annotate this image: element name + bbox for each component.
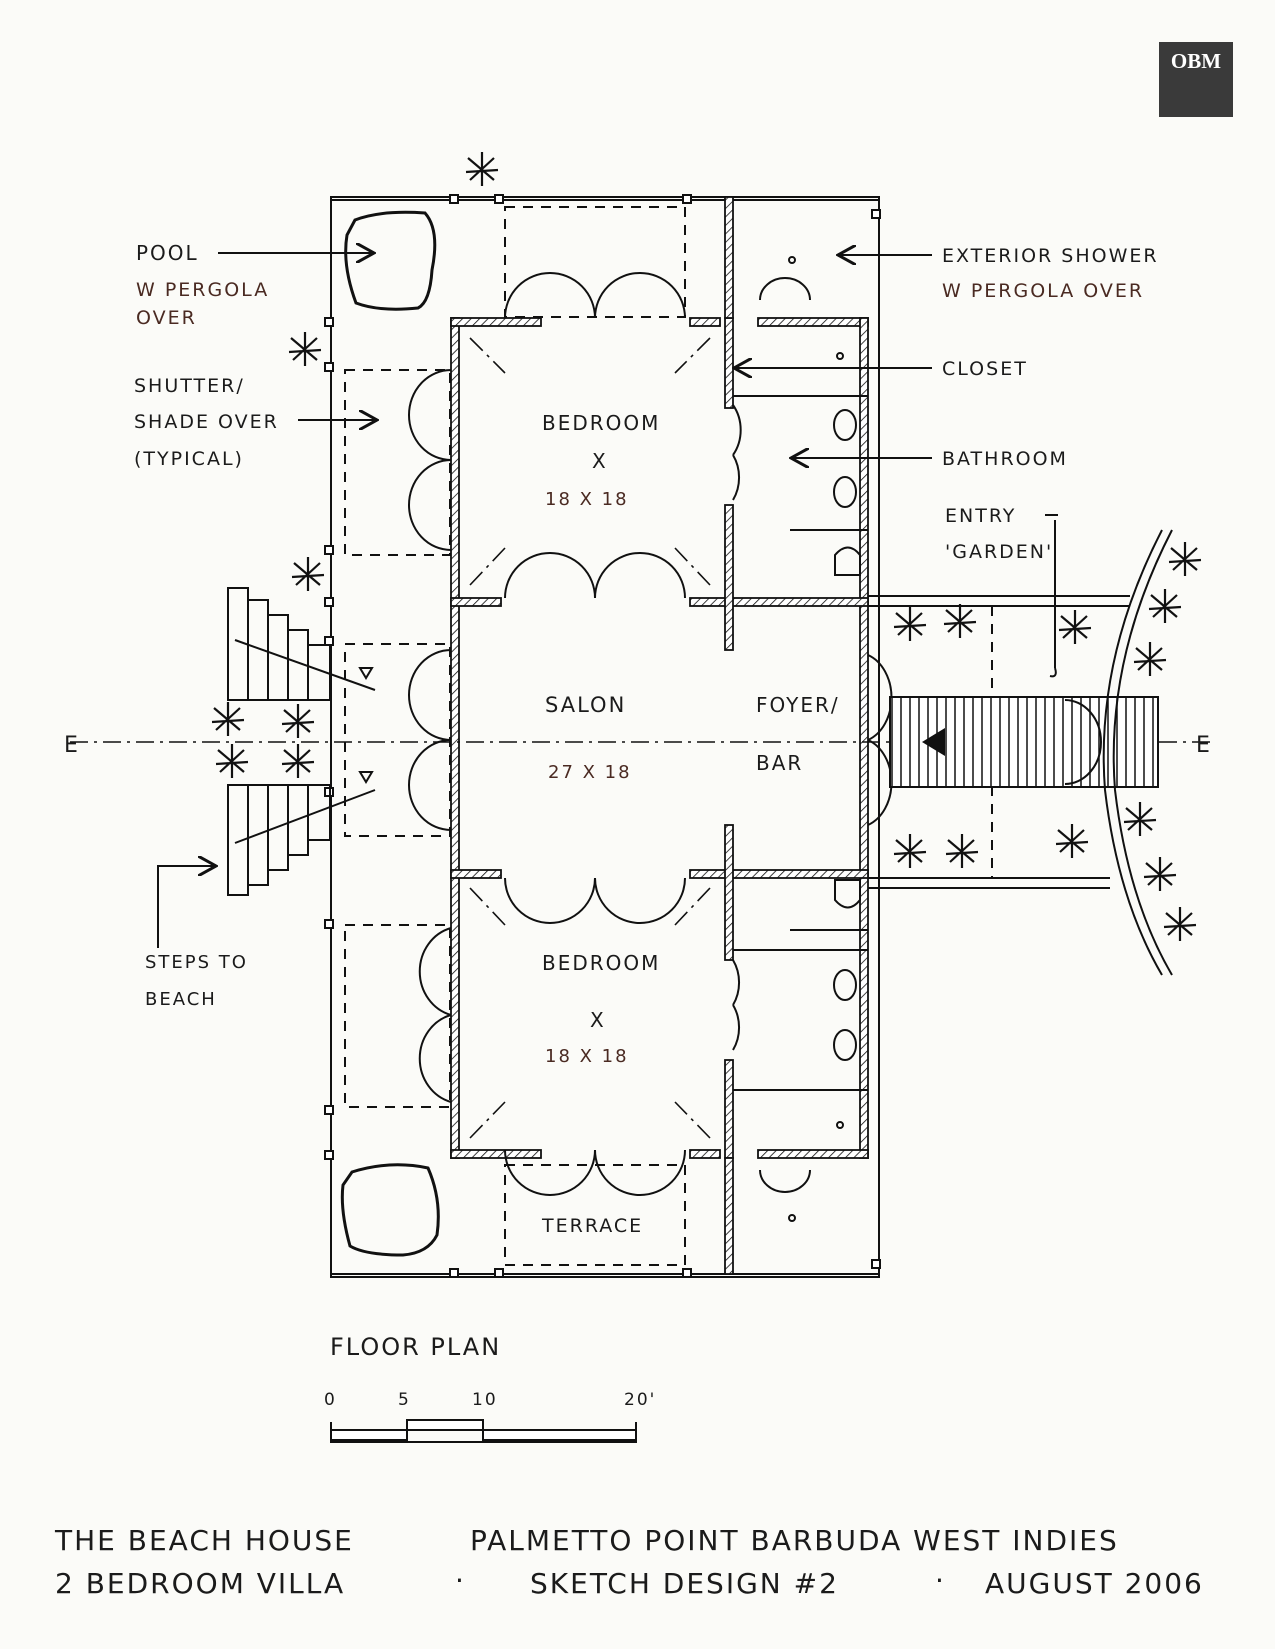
title-line2-c: AUGUST 2006 (985, 1567, 1204, 1600)
scale-title: FLOOR PLAN (330, 1333, 501, 1361)
pool-top (344, 210, 437, 311)
axis-label-right: E (1196, 733, 1212, 758)
title-line1-a: THE BEACH HOUSE (54, 1524, 354, 1557)
label-steps-2: BEACH (145, 989, 217, 1010)
beach-steps (227, 587, 376, 896)
door-swings (408, 272, 893, 1196)
label-pool: POOL (136, 241, 199, 265)
label-salon-dim: 27 X 18 (548, 762, 632, 783)
label-ext-shower-2: W PERGOLA OVER (942, 280, 1144, 302)
scale-tick-5: 5 (398, 1390, 411, 1410)
title-line2-b: SKETCH DESIGN #2 (530, 1567, 839, 1600)
title-line2-sep1: · (455, 1564, 466, 1597)
label-entry-2: 'GARDEN' (945, 541, 1053, 563)
outer-verandah-outline (330, 196, 880, 1278)
axis-label-left: E (64, 733, 80, 758)
label-bedroom-top-x: X (592, 449, 608, 473)
label-salon: SALON (545, 693, 626, 717)
palm-plants (211, 152, 1202, 941)
title-block: THE BEACH HOUSE PALMETTO POINT BARBUDA W… (54, 1524, 1204, 1600)
pergola-top (504, 206, 686, 318)
label-bathroom: BATHROOM (942, 448, 1068, 470)
verandah-posts (324, 194, 881, 1278)
shutter-shade-1 (344, 369, 451, 556)
label-entry-1: ENTRY (945, 505, 1016, 527)
label-shutter-1: SHUTTER/ (134, 375, 245, 397)
label-pool-sub2: OVER (136, 307, 197, 329)
label-terrace: TERRACE (541, 1215, 643, 1237)
title-line2-sep2: · (935, 1564, 946, 1597)
label-foyer-2: BAR (756, 751, 803, 775)
shutter-shade-2 (344, 643, 451, 837)
shutter-shade-3 (344, 924, 451, 1108)
label-foyer-1: FOYER/ (756, 693, 840, 717)
scale-bar: FLOOR PLAN 0 5 10 20' (324, 1333, 656, 1443)
title-line2-a: 2 BEDROOM VILLA (55, 1567, 345, 1600)
room-diagonals (469, 337, 711, 1139)
leader-arrows (157, 253, 932, 948)
terrace-pergola (504, 1164, 686, 1266)
label-steps-1: STEPS TO (145, 952, 248, 973)
label-ext-shower-1: EXTERIOR SHOWER (942, 245, 1159, 267)
label-closet: CLOSET (942, 358, 1028, 380)
pool-bottom (340, 1163, 440, 1257)
main-building-walls (450, 196, 869, 1275)
scale-tick-10: 10 (472, 1390, 498, 1410)
annotation-labels: POOL W PERGOLA OVER SHUTTER/ SHADE OVER … (134, 241, 1159, 1237)
label-bedroom-bot: BEDROOM (542, 951, 660, 975)
entry-garden (868, 514, 1173, 976)
label-shutter-2: SHADE OVER (134, 411, 279, 433)
obm-logo: OBM (1159, 42, 1233, 117)
title-line1-b: PALMETTO POINT BARBUDA WEST INDIES (470, 1524, 1119, 1557)
scale-tick-20: 20' (624, 1390, 656, 1410)
logo-text: OBM (1171, 49, 1221, 73)
bath-closet-block (733, 256, 868, 1222)
label-bedroom-bot-dim: 18 X 18 (545, 1046, 629, 1067)
label-bedroom-top-dim: 18 X 18 (545, 489, 629, 510)
label-bedroom-top: BEDROOM (542, 411, 660, 435)
label-bedroom-bot-x: X (590, 1008, 606, 1032)
label-pool-sub1: W PERGOLA (136, 279, 269, 301)
label-shutter-3: (TYPICAL) (134, 448, 244, 470)
scale-tick-0: 0 (324, 1390, 337, 1410)
